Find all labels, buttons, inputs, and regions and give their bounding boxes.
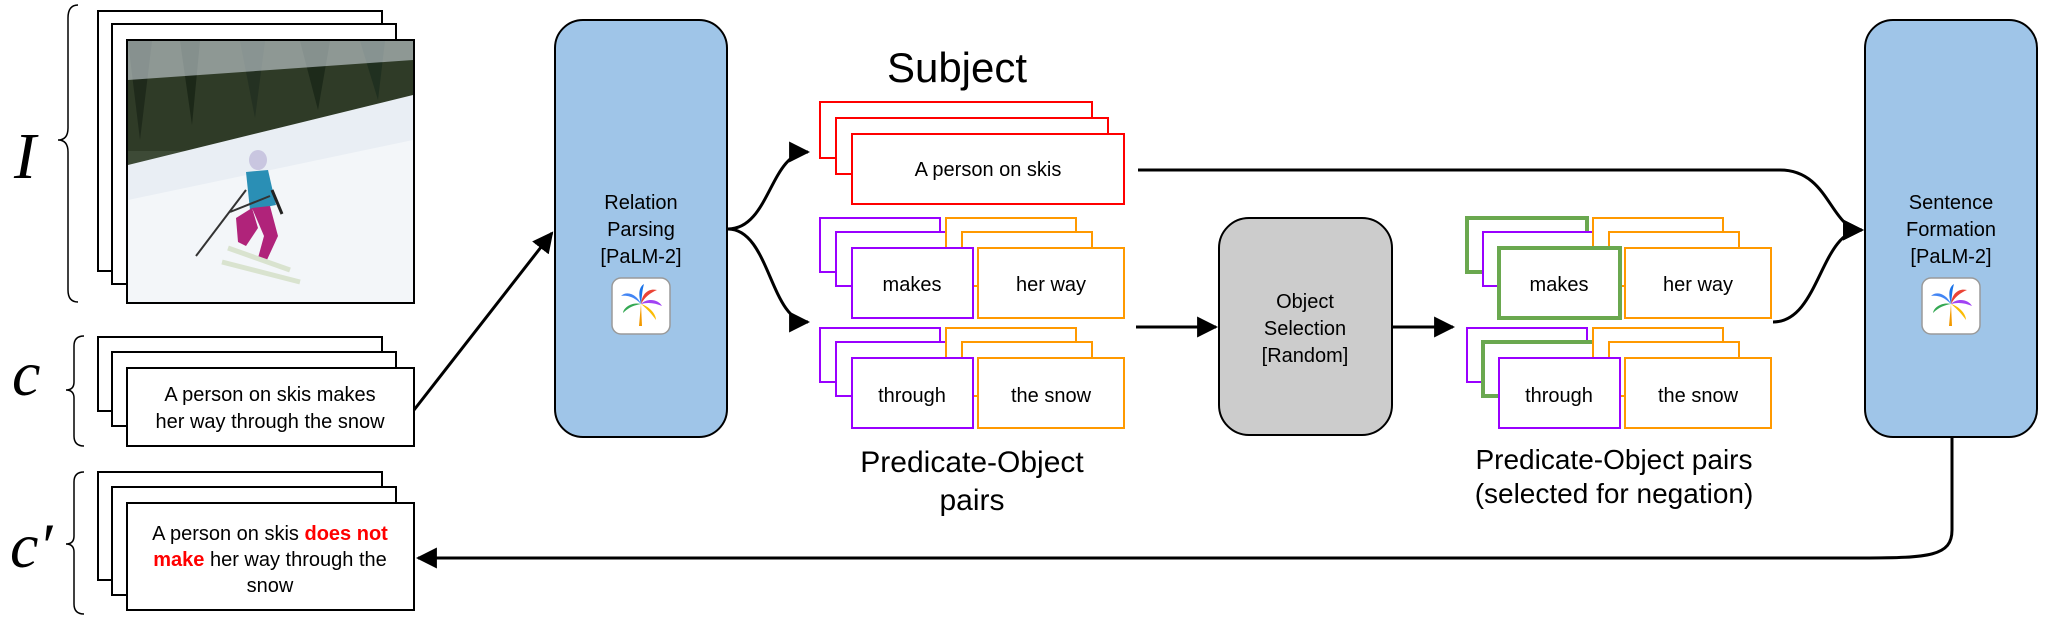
right-pair-makes: makes her way (1465, 216, 1772, 320)
object-card (977, 247, 1125, 319)
caption-card (126, 367, 415, 447)
negated-caption-brace (65, 471, 85, 615)
formation-line-1: Sentence (1909, 192, 1994, 214)
palm-logo-icon (611, 277, 671, 335)
caption-stack: A person on skis makes her way through t… (97, 336, 415, 447)
object-text: the snow (1658, 385, 1739, 407)
negated-line-3: snow (247, 575, 294, 597)
predicate-text: through (878, 385, 946, 407)
sentence-formation-box: Sentence Formation [PaLM-2] (1864, 19, 2038, 438)
caption-line-2: her way through the snow (155, 411, 385, 433)
left-pair-makes: makes her way (819, 217, 1125, 319)
pairs-right-caption-1: Predicate-Object pairs (1475, 444, 1752, 475)
relation-line-2: Parsing (607, 219, 675, 241)
negation-words-1: does not (304, 523, 388, 545)
object-card (1624, 357, 1772, 429)
object-selection-line-3: [Random] (1262, 345, 1349, 367)
pairs-left-caption-2: pairs (939, 484, 1004, 517)
predicate-text: makes (1530, 274, 1589, 296)
image-brace (57, 4, 79, 303)
predicate-text: through (1525, 385, 1593, 407)
arrow-to-pairs (727, 227, 811, 333)
arrow-formation-to-negated (415, 437, 1954, 569)
palm-logo-icon (1921, 277, 1981, 335)
negated-caption-label: c′ (10, 510, 53, 581)
relation-parsing-box: Relation Parsing [PaLM-2] (554, 19, 728, 438)
negated-line-2-plain: her way through the (204, 549, 386, 571)
predicate-card (851, 357, 974, 429)
predicate-text: makes (883, 274, 942, 296)
subject-text: A person on skis (915, 159, 1062, 181)
arrow-caption-to-parsing (412, 231, 554, 411)
predicate-card (1498, 357, 1621, 429)
negated-line-2: make her way through the (153, 549, 387, 571)
object-text: her way (1016, 274, 1086, 296)
object-text: the snow (1011, 385, 1092, 407)
formation-line-3: [PaLM-2] (1910, 246, 1991, 268)
subject-card (851, 133, 1125, 205)
left-pair-through: through the snow (819, 327, 1125, 429)
image-label: I (13, 120, 39, 193)
subject-stack: A person on skis (819, 101, 1125, 205)
negated-line-1-plain: A person on skis (152, 523, 304, 545)
right-pair-through: through the snow (1466, 327, 1772, 429)
caption-brace (65, 335, 85, 447)
formation-line-2: Formation (1906, 219, 1996, 241)
object-selection-line-2: Selection (1264, 318, 1346, 340)
arrow-pairs-to-formation (1772, 219, 1865, 324)
skier-photo (126, 39, 415, 304)
arrow-to-subject (727, 141, 811, 231)
relation-line-1: Relation (604, 192, 677, 214)
object-selection-line-1: Object (1276, 291, 1334, 313)
pairs-right-caption-2: (selected for negation) (1475, 478, 1754, 509)
predicate-card (1497, 246, 1622, 320)
predicate-card (851, 247, 974, 319)
subject-title: Subject (887, 44, 1027, 91)
object-card (1624, 247, 1772, 319)
relation-line-3: [PaLM-2] (600, 246, 681, 268)
object-selection-box: Object Selection [Random] (1218, 217, 1393, 436)
negated-caption-card (126, 502, 415, 611)
object-card (977, 357, 1125, 429)
pairs-left-caption-1: Predicate-Object (860, 446, 1084, 479)
image-stack (97, 10, 415, 304)
negated-line-1: A person on skis does not (152, 523, 388, 545)
object-text: her way (1663, 274, 1733, 296)
caption-line-1: A person on skis makes (164, 384, 375, 406)
negation-words-2: make (153, 549, 204, 571)
negated-caption-stack: A person on skis does not make her way t… (97, 471, 415, 611)
caption-label: c (12, 338, 40, 409)
